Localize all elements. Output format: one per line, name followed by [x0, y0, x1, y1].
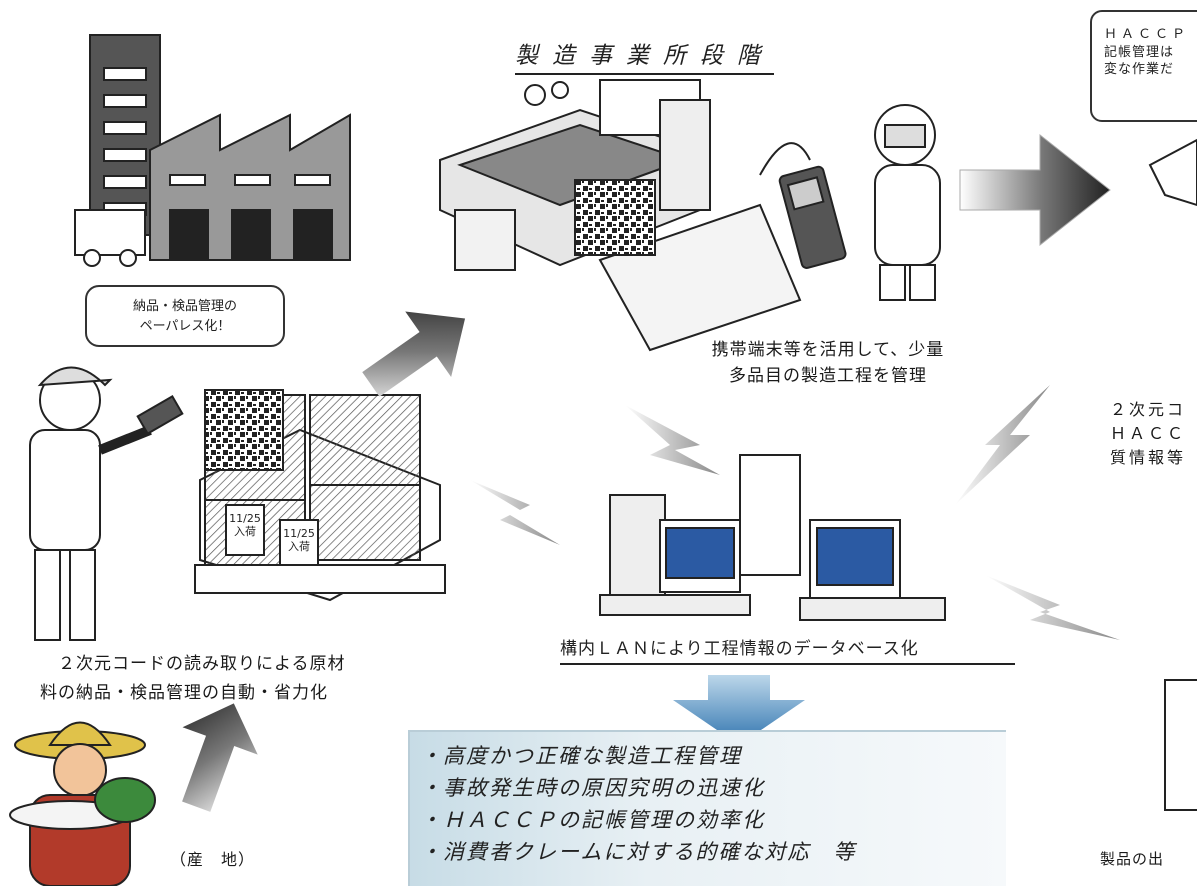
- handheld-terminal-illustration: [759, 142, 847, 269]
- stage-title: 製造事業所段階: [515, 36, 774, 75]
- benefit-item: ・ＨＡＣＣＰの記帳管理の効率化: [420, 808, 765, 832]
- right-caption-line: ＨＡＣＣ: [1110, 424, 1187, 443]
- origin-label: （産 地）: [170, 850, 256, 869]
- benefit-item: ・消費者クレームに対する的確な対応 等: [420, 840, 857, 864]
- arrow-to-benefits: [673, 675, 805, 745]
- computer-workstations-illustration: [599, 454, 946, 621]
- right-caption-line: ２次元コ: [1110, 400, 1187, 419]
- haccp-note-line: 変な作業だ: [1104, 62, 1175, 78]
- haccp-note-line: 記帳管理は: [1104, 44, 1175, 60]
- factory-illustration: [74, 34, 351, 267]
- speech-bubble-line: 納品・検品管理の: [132, 299, 237, 314]
- crate-label: 11/25入荷: [229, 512, 261, 539]
- arrow-from-origin: [182, 703, 258, 812]
- benefit-item: ・事故発生時の原因究明の迅速化: [420, 776, 765, 800]
- right-caption-line: 質情報等: [1110, 448, 1187, 467]
- haccp-note-line: ＨＡＣＣＰ: [1104, 27, 1190, 42]
- speech-bubble: 納品・検品管理の ペーパレス化！: [85, 285, 285, 347]
- qr-package-illustration: [574, 179, 802, 352]
- haccp-note-bubble: ＨＡＣＣＰ 記帳管理は 変な作業だ: [1090, 10, 1197, 122]
- arrow-to-processing: [362, 311, 466, 397]
- benefit-item: ・高度かつ正確な製造工程管理: [420, 744, 742, 768]
- protective-suit-worker-illustration: [874, 104, 941, 301]
- shipping-label: 製品の出: [1100, 850, 1165, 868]
- mobile-caption: 携帯端末等を活用して、少量 多品目の製造工程を管理: [668, 338, 988, 389]
- wireless-link-icons: [470, 385, 1120, 640]
- barcode-caption-line: 料の納品・検品管理の自動・省力化: [40, 683, 328, 703]
- crate-label: 11/25入荷: [283, 527, 315, 554]
- arrow-to-shipping: [959, 133, 1111, 247]
- right-caption: ２次元コ ＨＡＣＣ 質情報等: [1110, 398, 1186, 470]
- barcode-caption-line: ２次元コードの読み取りによる原材: [58, 654, 346, 674]
- mobile-caption-line: 多品目の製造工程を管理: [729, 365, 927, 386]
- barcode-caption: ２次元コードの読み取りによる原材 料の納品・検品管理の自動・省力化: [40, 650, 346, 708]
- benefits-box: ・高度かつ正確な製造工程管理 ・事故発生時の原因究明の迅速化 ・ＨＡＣＣＰの記帳…: [408, 730, 1006, 886]
- lan-caption: 構内ＬＡＮにより工程情報のデータベース化: [560, 634, 1015, 665]
- mobile-caption-line: 携帯端末等を活用して、少量: [711, 340, 945, 360]
- worker-scanner-illustration: [29, 366, 184, 641]
- shipping-illustration: [1148, 138, 1197, 811]
- crate-pallet-illustration: [194, 389, 446, 602]
- farmer-illustration: [9, 721, 156, 886]
- speech-bubble-line: ペーパレス化！: [139, 318, 231, 334]
